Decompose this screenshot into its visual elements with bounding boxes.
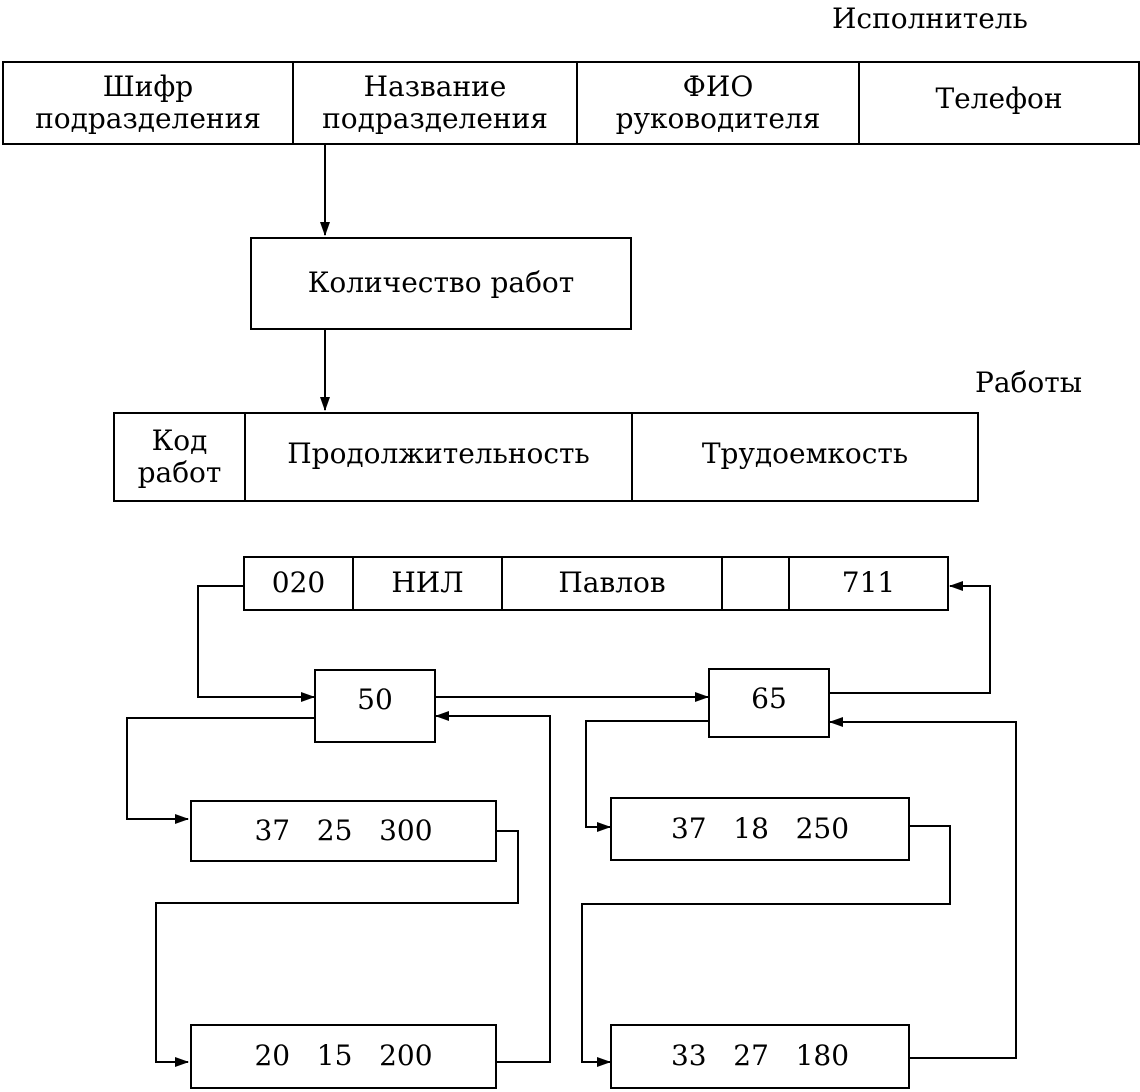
executor-record: Шифр подразделения Название подразделени…	[2, 61, 1140, 145]
example-count-value: 50	[357, 682, 393, 716]
field-division-code: Шифр подразделения	[35, 69, 261, 135]
arrow-work4-to-65	[829, 717, 1017, 1059]
field-labor-intensity: Трудоемкость	[701, 436, 909, 470]
arrow-65-to-work3	[585, 720, 710, 832]
field-duration: Продолжительность	[287, 436, 590, 470]
example-division-code: 020	[271, 566, 326, 600]
example-head-name: Павлов	[558, 566, 666, 600]
example-work-values: 37 18 250	[670, 811, 850, 845]
example-count-65: 65	[708, 668, 830, 738]
example-work-record: 37 18 250	[610, 797, 910, 861]
example-work-values: 37 25 300	[254, 813, 433, 847]
works-record-title: Работы	[975, 366, 1083, 399]
example-work-record: 20 15 200	[190, 1024, 497, 1089]
field-phone: Телефон	[935, 81, 1063, 115]
arrow-work1-to-work2	[155, 830, 519, 1067]
example-phone: 711	[841, 566, 896, 600]
example-count-50: 50	[314, 669, 436, 743]
field-work-code: Код работ	[137, 423, 222, 489]
example-work-values: 20 15 200	[254, 1039, 433, 1073]
example-work-record: 37 25 300	[190, 800, 497, 862]
field-work-count: Количество работ	[307, 266, 575, 300]
example-executor-record: 020 НИЛ Павлов 711	[243, 556, 949, 611]
example-work-record: 33 27 180	[610, 1024, 910, 1089]
field-division-name: Название подразделения	[322, 69, 548, 135]
arrow-50-to-work1	[126, 717, 314, 824]
works-record: Код работ Продолжительность Трудоемкость	[113, 412, 979, 502]
example-phone-blank	[723, 558, 788, 609]
arrow-65-to-executor	[830, 581, 991, 694]
executor-record-title: Исполнитель	[832, 2, 1028, 35]
arrow-work2-to-50	[435, 711, 551, 1063]
count-record: Количество работ	[250, 237, 632, 330]
example-division-name: НИЛ	[391, 566, 464, 600]
arrow-executor-to-50	[197, 585, 315, 702]
example-work-values: 33 27 180	[670, 1039, 850, 1073]
example-count-value: 65	[751, 681, 787, 715]
field-head-name: ФИО руководителя	[615, 69, 821, 135]
arrow-work3-to-work4	[581, 825, 951, 1067]
